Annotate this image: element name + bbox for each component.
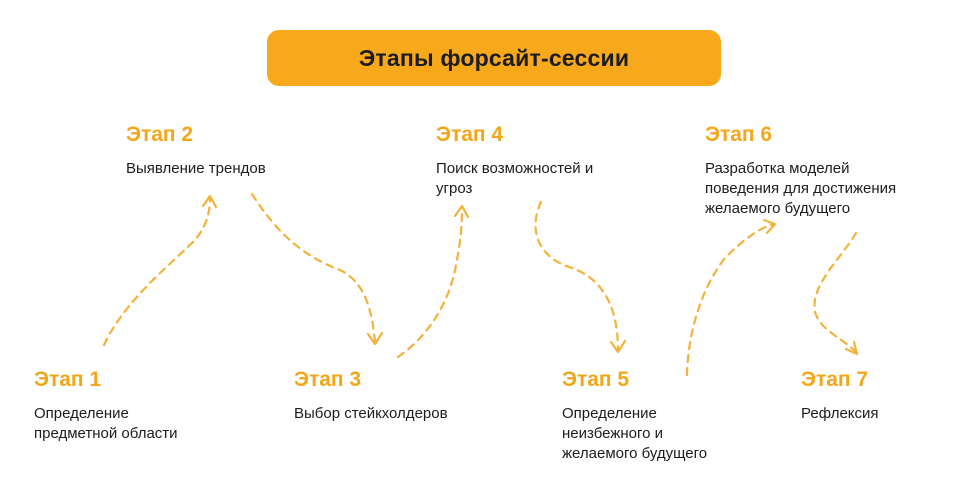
arrow-2-to-3-head: [366, 331, 384, 346]
stage-5-description: Определение неизбежного и желаемого буду…: [562, 405, 708, 462]
arrow-3-to-4: [396, 206, 464, 359]
stage-6: Этап 6 Разработка моделей поведения для …: [705, 123, 896, 219]
stage-7-description: Рефлексия: [801, 405, 879, 422]
diagram-title: Этапы форсайт-сессии: [358, 44, 630, 71]
stage-6-label: Этап 6: [705, 123, 773, 146]
stage-1-label: Этап 1: [34, 368, 102, 391]
stage-7: Этап 7 Рефлексия: [801, 368, 879, 424]
stage-3: Этап 3 Выбор стейкхолдеров: [294, 368, 448, 424]
arrow-4-to-5-head: [609, 339, 627, 354]
arrow-6-to-7-head: [844, 340, 859, 356]
title-banner: Этапы форсайт-сессии: [267, 30, 721, 86]
arrow-6-to-7: [813, 231, 858, 354]
stage-2-description: Выявление трендов: [126, 160, 266, 177]
arrow-5-to-6-head: [762, 218, 777, 235]
stage-1: Этап 1 Определение предметной области: [34, 368, 178, 444]
stage-2: Этап 2 Выявление трендов: [126, 123, 266, 179]
stage-2-label: Этап 2: [126, 123, 194, 146]
arrow-4-to-5: [534, 200, 620, 352]
arrow-1-to-2: [102, 196, 212, 347]
stage-1-description: Определение предметной области: [34, 405, 178, 442]
stage-3-label: Этап 3: [294, 368, 362, 391]
stage-4-description: Поиск возможностей и угроз: [436, 160, 594, 197]
stage-7-label: Этап 7: [801, 368, 869, 391]
arrow-1-to-2-head: [201, 194, 218, 209]
stage-4-label: Этап 4: [436, 123, 504, 146]
arrow-2-to-3: [250, 192, 377, 344]
arrow-5-to-6: [685, 222, 776, 377]
stage-5: Этап 5 Определение неизбежного и желаемо…: [562, 368, 707, 464]
stage-5-label: Этап 5: [562, 368, 630, 391]
stage-3-description: Выбор стейкхолдеров: [294, 405, 448, 422]
stage-4: Этап 4 Поиск возможностей и угроз: [436, 123, 593, 199]
arrow-3-to-4-head: [453, 204, 470, 219]
stage-6-description: Разработка моделей поведения для достиже…: [705, 160, 897, 217]
